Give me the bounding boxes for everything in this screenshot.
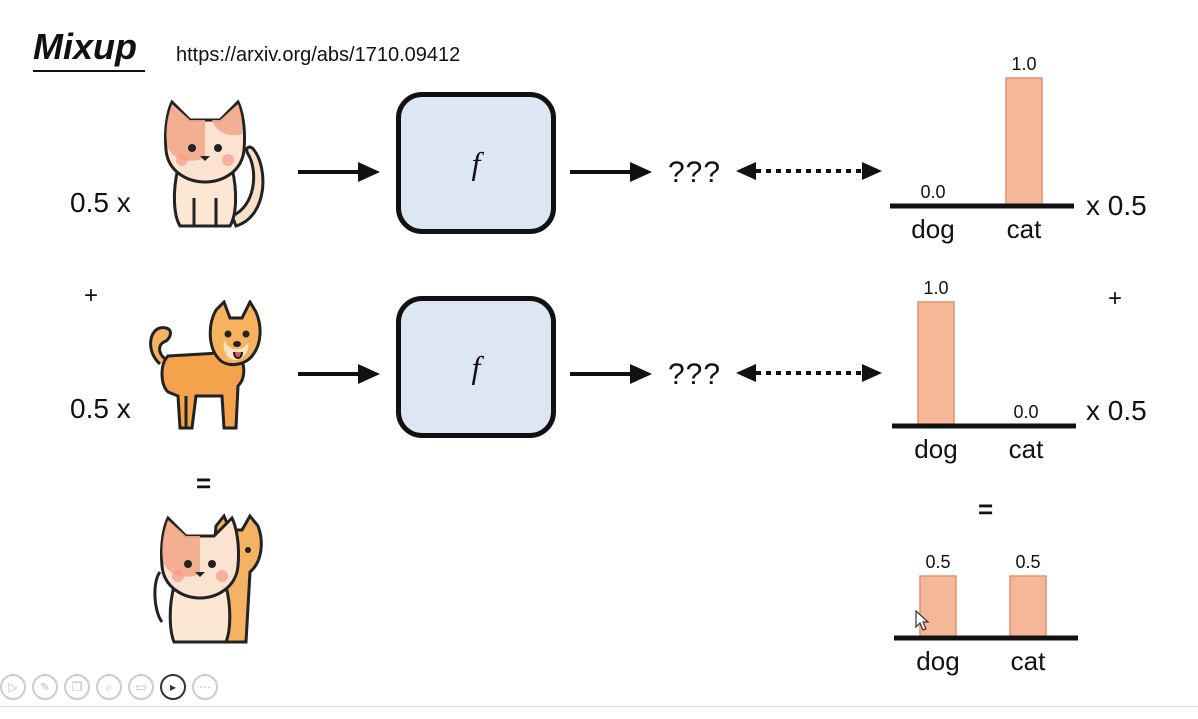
category-label: cat	[1007, 214, 1042, 244]
equals-right: =	[978, 494, 996, 524]
unknown-output-bottom: ???	[668, 358, 722, 391]
bar-value-label: 1.0	[1011, 54, 1036, 74]
plus-right: +	[1108, 285, 1123, 312]
coef-top: 0.5 x	[70, 187, 131, 218]
cat-dog-mix-icon	[153, 513, 263, 644]
bar-value-label: 0.5	[1015, 552, 1040, 572]
bar-value-label: 0.0	[1013, 402, 1038, 422]
arrow-from-model-bottom	[570, 364, 652, 384]
arrow-to-model-bottom	[298, 364, 380, 384]
label-chart-dog: 1.0 dog 0.0 cat	[892, 278, 1076, 464]
category-label: cat	[1009, 434, 1044, 464]
scale-bottom: x 0.5	[1086, 395, 1147, 426]
camera-icon[interactable]: ▸	[160, 674, 186, 700]
cat-icon	[164, 99, 265, 228]
arrow-to-model-top	[298, 162, 380, 182]
category-label: dog	[916, 646, 959, 676]
bar-cat	[1009, 575, 1047, 639]
bar-value-label: 0.0	[920, 182, 945, 202]
equals-left: =	[196, 468, 214, 498]
paper-link[interactable]: https://arxiv.org/abs/1710.09412	[176, 44, 461, 66]
compare-arrow-top	[736, 162, 882, 180]
title-underline	[33, 70, 145, 72]
bar-dog	[917, 301, 955, 427]
subtitle-icon[interactable]: ▭	[128, 674, 154, 700]
coef-bottom: 0.5 x	[70, 393, 131, 424]
category-label: cat	[1011, 646, 1046, 676]
bar-value-label: 0.5	[925, 552, 950, 572]
unknown-output-top: ???	[668, 156, 722, 189]
scale-top: x 0.5	[1086, 190, 1147, 221]
zoom-icon[interactable]: ⌕	[96, 674, 122, 700]
play-icon[interactable]: ▷	[0, 674, 26, 700]
model-box-top: f	[396, 92, 556, 234]
slide-title: Mixup	[33, 26, 137, 67]
model-box-bottom: f	[396, 296, 556, 438]
label-chart-cat: 0.0 dog 1.0 cat	[890, 54, 1074, 244]
compare-arrow-bottom	[736, 364, 882, 382]
bar-cat	[1005, 77, 1043, 207]
pen-icon[interactable]: ✎	[32, 674, 58, 700]
bottom-divider	[0, 706, 1198, 707]
presentation-toolbar: ▷ ✎ ❐ ⌕ ▭ ▸ ⋯	[0, 674, 218, 708]
mouse-cursor-icon	[915, 610, 930, 631]
model-label: f	[471, 144, 481, 181]
category-label: dog	[911, 214, 954, 244]
category-label: dog	[914, 434, 957, 464]
copy-icon[interactable]: ❐	[64, 674, 90, 700]
dog-icon	[149, 300, 262, 430]
model-label: f	[471, 348, 481, 385]
plus-left: +	[84, 282, 99, 309]
arrow-from-model-top	[570, 162, 652, 182]
more-icon[interactable]: ⋯	[192, 674, 218, 700]
bar-value-label: 1.0	[923, 278, 948, 298]
